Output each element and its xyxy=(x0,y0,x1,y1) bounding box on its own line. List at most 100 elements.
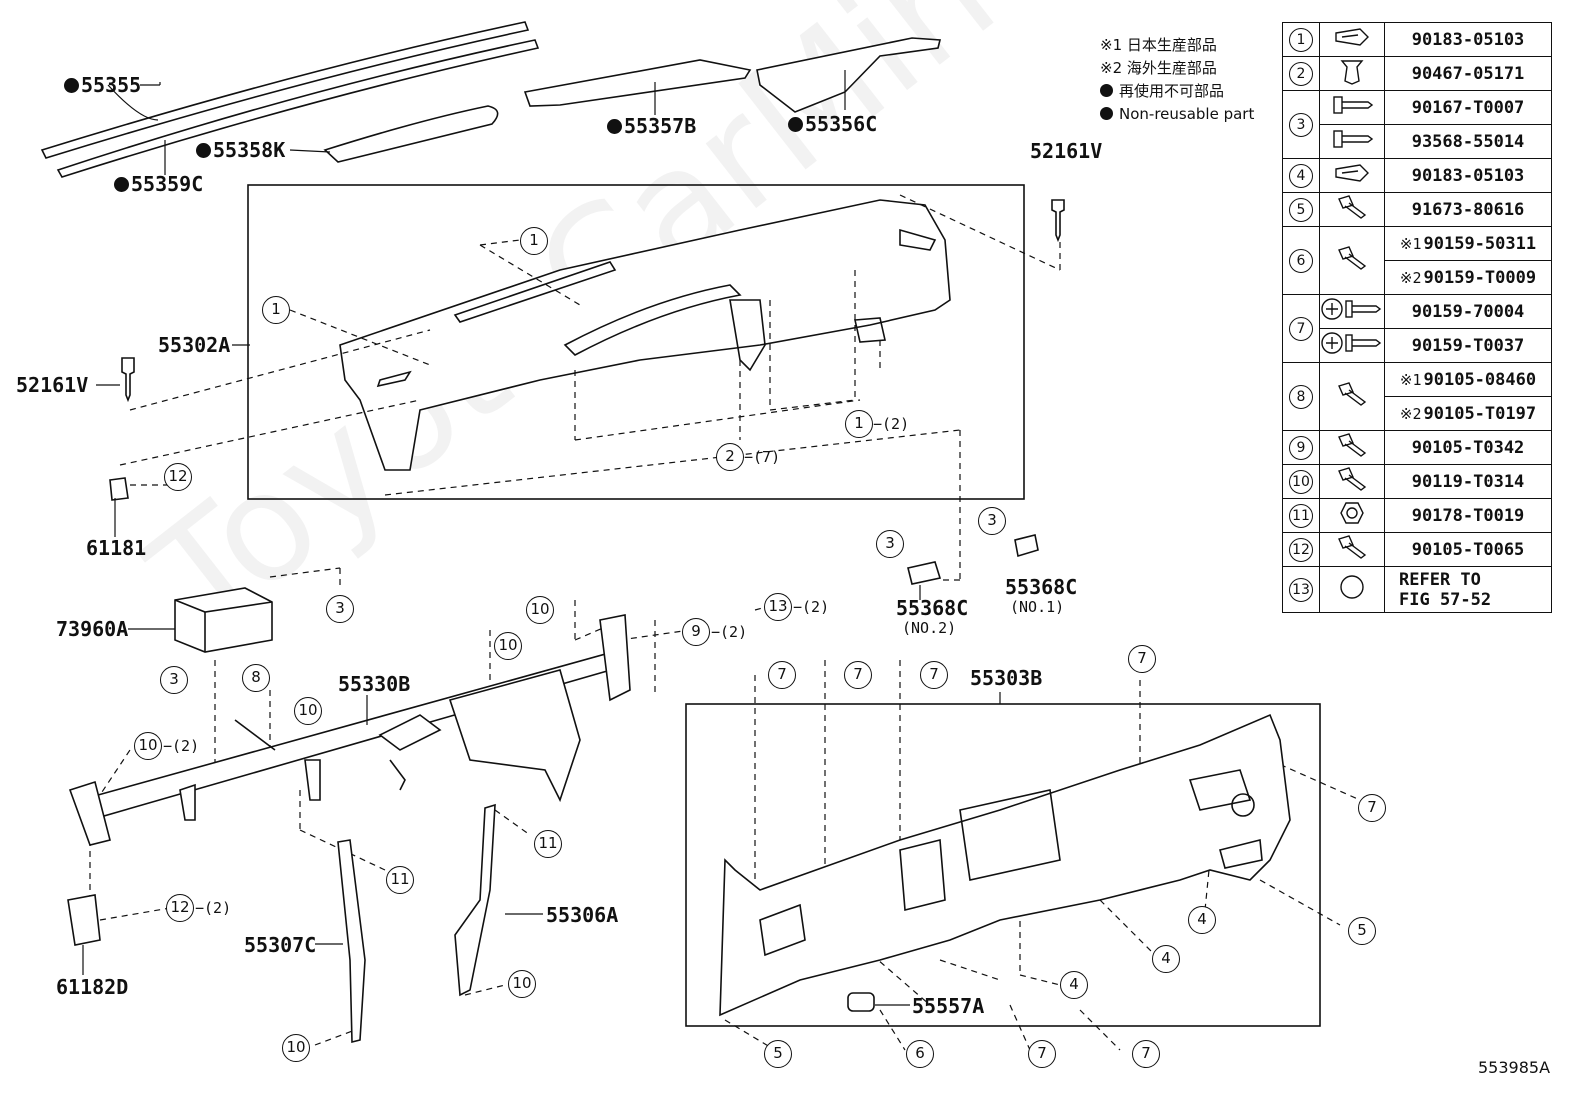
panel-55357B xyxy=(523,59,752,107)
non-reusable-dot-icon xyxy=(1100,107,1113,120)
figure-number: 553985A xyxy=(1478,1058,1551,1077)
phillips-screw-icon xyxy=(1321,298,1382,320)
row-number: 8 xyxy=(1289,384,1313,409)
callout-10: 10 xyxy=(282,1034,310,1062)
label-61182D: 61182D xyxy=(56,975,129,999)
bracket-61182D xyxy=(67,894,101,946)
callout-7: 7 xyxy=(1358,794,1386,822)
callout-6: 6 xyxy=(906,1040,934,1068)
part-number: 90105-T0342 xyxy=(1384,430,1552,465)
bolt-icon xyxy=(1338,467,1367,491)
non-reusable-dot-icon xyxy=(1100,84,1113,97)
label-55330B: 55330B xyxy=(338,672,411,696)
callout-7: 7 xyxy=(1028,1040,1056,1068)
non-reusable-dot-icon xyxy=(196,143,211,158)
part-number: 90183-05103 xyxy=(1384,22,1552,57)
callout-1: 1 xyxy=(262,296,290,324)
label-55307C: 55307C xyxy=(244,933,317,957)
part-number: 93568-55014 xyxy=(1384,124,1552,159)
table-row: 5 91673-80616 xyxy=(1282,192,1552,227)
callout-9: 9 xyxy=(682,618,710,646)
row-number: 10 xyxy=(1289,469,1313,494)
legend-note-1: ※1 日本生産部品 xyxy=(1100,36,1217,54)
callout-3: 3 xyxy=(978,507,1006,535)
part-number: 90159-70004 xyxy=(1384,294,1552,329)
callout-5: 5 xyxy=(764,1040,792,1068)
callout-1: 1 xyxy=(845,410,873,438)
table-row: 9 90105-T0342 xyxy=(1282,430,1552,465)
qty-1-2: −(2) xyxy=(873,415,910,433)
row-number: 9 xyxy=(1289,435,1313,460)
part-number: 90183-05103 xyxy=(1384,158,1552,193)
table-row: 11 90178-T0019 xyxy=(1282,498,1552,533)
callout-4: 4 xyxy=(1188,906,1216,934)
u-nut-icon xyxy=(1335,28,1369,46)
u-nut-icon xyxy=(1335,164,1369,182)
bolt-icon xyxy=(1338,535,1367,559)
label-55303B: 55303B xyxy=(970,666,1043,690)
label-52161V-right: 52161V xyxy=(1030,139,1103,163)
clip-icon xyxy=(1340,60,1364,85)
label-leaders xyxy=(82,344,1001,1006)
label-55557A: 55557A xyxy=(912,994,985,1018)
label-55356C: 55356C xyxy=(788,113,877,135)
legend: ※1 日本生産部品 ※2 海外生産部品 再使用不可部品 Non-reusable… xyxy=(1100,34,1254,126)
label-55368C-no2-sub: (NO.2) xyxy=(902,619,957,637)
label-61181: 61181 xyxy=(86,536,147,560)
table-row: 4 90183-05103 xyxy=(1282,158,1552,193)
callout-10: 10 xyxy=(508,970,536,998)
table-row: 90159-T0037 xyxy=(1283,328,1552,363)
part-number: 90105-T0065 xyxy=(1384,532,1552,567)
qty-2-7: −(7) xyxy=(744,448,781,466)
grommet-icon xyxy=(1340,575,1364,599)
label-55368C-no1: 55368C xyxy=(1005,575,1078,599)
label-55358K: 55358K xyxy=(196,139,285,161)
table-row: 12 90105-T0065 xyxy=(1282,532,1552,567)
bolt-icon xyxy=(1338,246,1367,270)
callout-7: 7 xyxy=(920,661,948,689)
callout-10: 10 xyxy=(526,596,554,624)
label-55359C: 55359C xyxy=(114,173,203,195)
part-55557A xyxy=(847,992,875,1012)
callout-12: 12 xyxy=(164,463,192,491)
leaders-top xyxy=(107,70,846,175)
callout-4: 4 xyxy=(1060,971,1088,999)
part-number: 90119-T0314 xyxy=(1384,464,1552,499)
bolt-icon xyxy=(1338,195,1367,219)
row-number: 2 xyxy=(1289,61,1313,86)
callout-5: 5 xyxy=(1348,917,1376,945)
module-73960A xyxy=(174,587,273,653)
qty-9-2: −(2) xyxy=(711,623,748,641)
label-55368C-no2: 55368C xyxy=(896,596,969,620)
clip-52161V-right xyxy=(1051,199,1065,243)
callout-3: 3 xyxy=(326,595,354,623)
brace-55306A xyxy=(454,803,496,997)
callout-7: 7 xyxy=(768,661,796,689)
bolt-icon xyxy=(1338,382,1367,406)
callout-8: 8 xyxy=(242,664,270,692)
label-73960A: 73960A xyxy=(56,617,129,641)
label-55355: 55355 xyxy=(64,74,141,96)
table-row: 7 90159-70004 xyxy=(1282,294,1552,363)
callout-10: 10 xyxy=(134,732,162,760)
callout-4: 4 xyxy=(1152,945,1180,973)
screw-icon xyxy=(1333,96,1374,114)
clip-52161V-left xyxy=(121,357,135,403)
panel-55356C xyxy=(756,37,942,113)
legend-note-3: 再使用不可部品 xyxy=(1100,80,1254,103)
bracket-55368C-no1 xyxy=(1014,534,1039,558)
table-row: 3 90167-T0007 xyxy=(1282,90,1552,159)
table-row: 1 90183-05103 xyxy=(1282,22,1552,57)
part-number: 90167-T0007 xyxy=(1384,90,1552,125)
trim-strip-55355 xyxy=(40,21,530,159)
callout-7: 7 xyxy=(1128,645,1156,673)
legend-note-2: ※2 海外生産部品 xyxy=(1100,59,1217,77)
row-number: 6 xyxy=(1289,248,1313,273)
callout-11: 11 xyxy=(534,830,562,858)
